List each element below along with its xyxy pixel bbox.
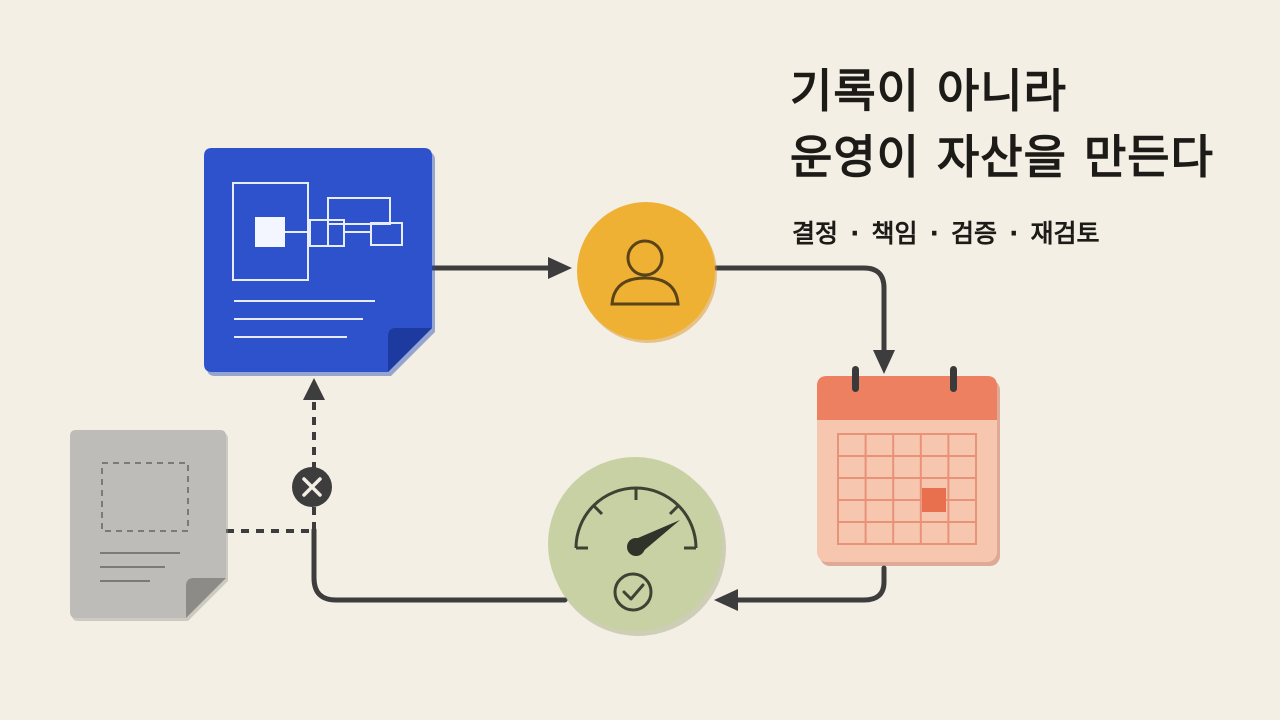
subline-separator: ·	[850, 219, 860, 248]
subline-item-decision: 결정	[792, 219, 839, 248]
arrow-owner-to-calendar-head	[873, 350, 895, 374]
headline-line-2: 운영이 자산을 만든다	[790, 130, 1214, 184]
arrow-document-to-owner-head	[548, 257, 572, 279]
gauge-check-icon	[548, 457, 726, 636]
dashed-return-arrow-head	[303, 378, 325, 400]
person-icon	[577, 202, 717, 343]
arrow-gauge-to-loop	[311, 527, 568, 603]
gray-document-icon	[70, 430, 228, 621]
calendar-icon	[817, 366, 1000, 566]
blueprint-document-icon	[204, 148, 435, 376]
subline-item-responsibility: 책임	[871, 219, 918, 248]
arrow-owner-to-calendar	[713, 265, 887, 355]
x-mark-icon	[292, 467, 332, 507]
subline-separator: ·	[929, 219, 940, 248]
headline: 기록이 아니라 운영이 자산을 만든다	[790, 58, 1260, 190]
arrow-calendar-to-gauge	[733, 565, 887, 603]
headline-line-1: 기록이 아니라	[790, 64, 1067, 118]
subline: 결정 · 책임 · 검증 · 재검토	[792, 214, 1100, 250]
subline-item-review: 재검토	[1030, 219, 1100, 248]
subline-item-verification: 검증	[951, 219, 998, 248]
subline-separator: ·	[1009, 219, 1019, 248]
arrow-calendar-to-gauge-head	[714, 589, 738, 611]
